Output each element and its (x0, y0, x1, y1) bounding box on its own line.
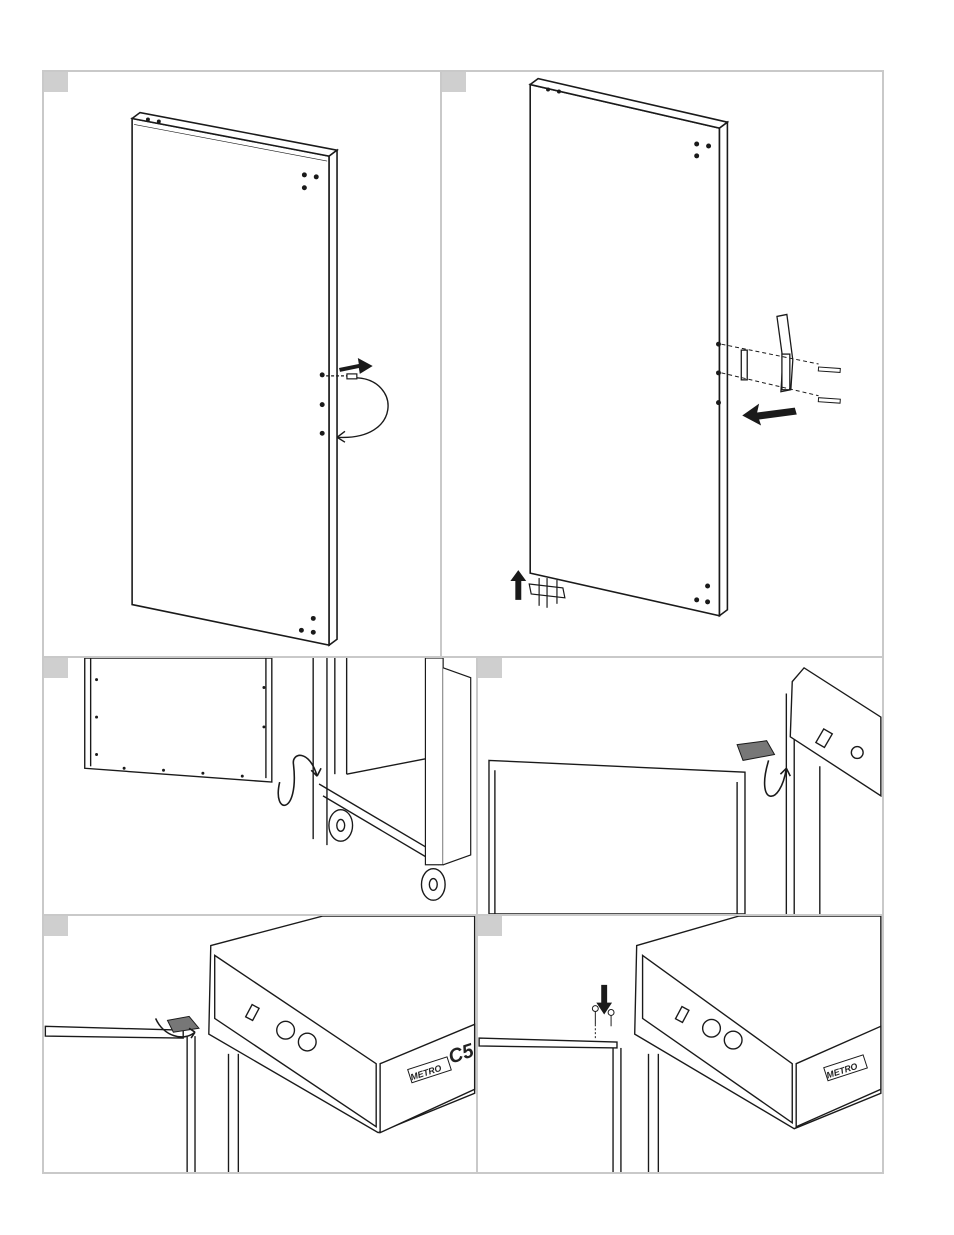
handle-screws (818, 367, 840, 403)
panel-step-1 (42, 70, 442, 658)
cabinet-top (790, 668, 881, 796)
bracket-rotate-illustration: METRO C5 (44, 916, 476, 1172)
door-handle-illustration (442, 72, 882, 656)
curved-arrow (278, 755, 317, 805)
arrow-left (742, 404, 797, 426)
bracket (167, 1016, 199, 1032)
curved-arrow (765, 760, 787, 796)
bracket (737, 741, 774, 761)
cabinet (635, 916, 881, 1129)
handle (741, 314, 793, 391)
door-illustration (44, 72, 440, 656)
uprights (425, 658, 470, 865)
panel-step-2 (440, 70, 884, 658)
cabinet (209, 916, 475, 1133)
bracket-screws-illustration: METRO (478, 916, 882, 1172)
panel-step-3 (42, 656, 478, 916)
curved-return-arrow (337, 378, 388, 438)
bottom-bracket (529, 578, 565, 608)
arrow-up (510, 570, 526, 600)
panel-step-4 (476, 656, 884, 916)
cabinet-bracket-illustration (478, 658, 882, 914)
pin-arrow-right (339, 358, 373, 374)
cabinet-hinge-illustration (44, 658, 476, 914)
panel-step-5: METRO C5 (42, 914, 478, 1174)
dashed-guides (721, 344, 818, 396)
panel-step-6: METRO (476, 914, 884, 1174)
